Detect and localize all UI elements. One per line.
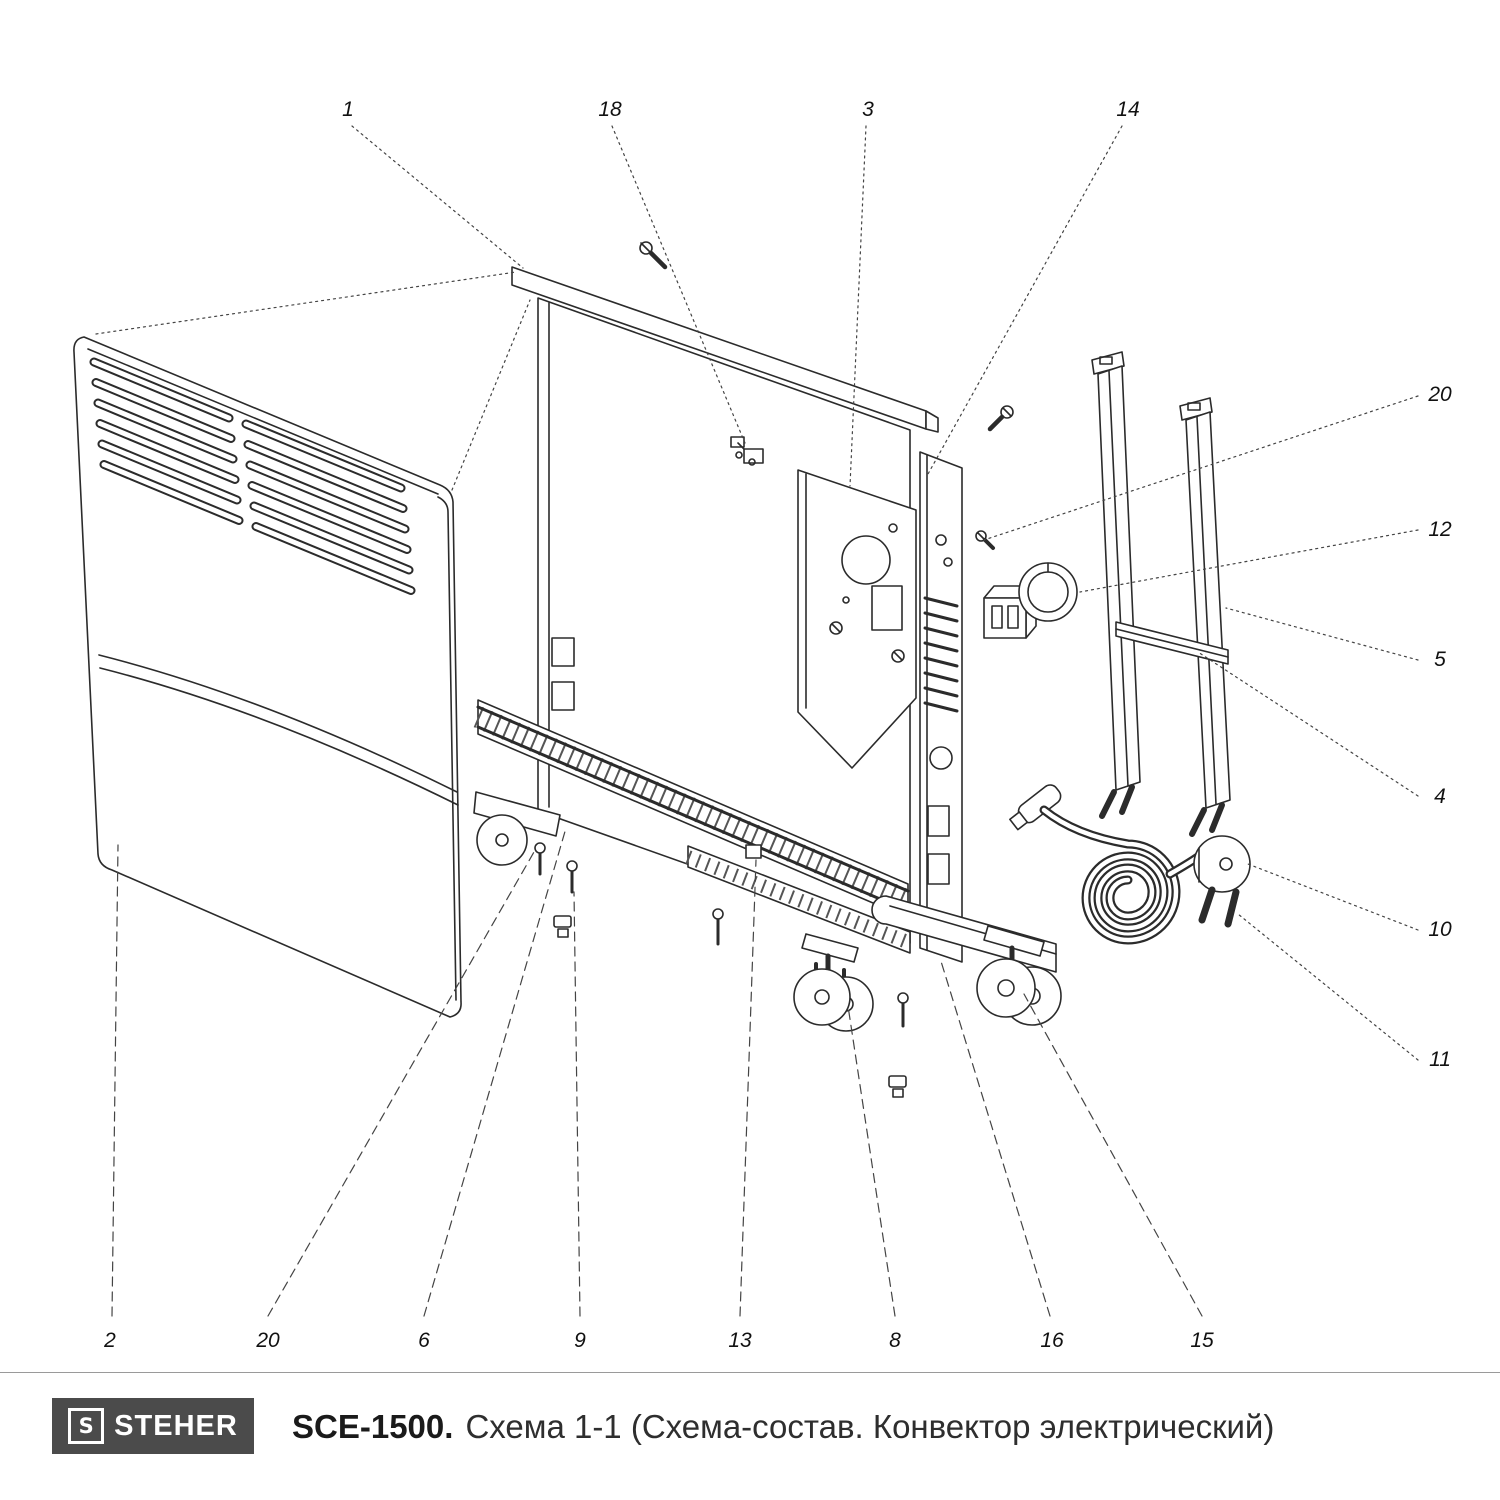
fastener-clips <box>553 908 909 1098</box>
bracket-rail-left <box>1091 351 1141 819</box>
caster-right <box>976 925 1062 1026</box>
callout-10: 10 <box>1428 918 1452 941</box>
callout-20-right: 20 <box>1428 383 1452 406</box>
callout-8: 8 <box>889 1329 901 1352</box>
callout-1: 1 <box>342 98 354 121</box>
brand-name: STEHER <box>114 1409 238 1442</box>
callout-16: 16 <box>1040 1329 1064 1352</box>
power-plug <box>1193 835 1251 928</box>
caster-left <box>793 933 874 1032</box>
diagram-caption: SCE-1500. Схема 1-1 (Схема-состав. Конвек… <box>292 1408 1274 1446</box>
callout-15: 15 <box>1190 1329 1214 1352</box>
bracket-rail-right <box>1179 397 1231 837</box>
leader-lines <box>95 125 1419 1317</box>
callout-13: 13 <box>728 1329 752 1352</box>
thermostat-knob <box>1018 562 1078 622</box>
screw-top-right <box>987 405 1014 432</box>
callout-2: 2 <box>104 1329 116 1352</box>
diagram-title: Схема 1-1 (Схема-состав. Конвектор элект… <box>465 1408 1275 1445</box>
power-cord <box>1009 784 1207 945</box>
footer-divider <box>0 1372 1500 1373</box>
brand-s-icon: S <box>68 1408 105 1444</box>
model-number: SCE-1500. <box>292 1408 454 1445</box>
callout-6: 6 <box>418 1329 430 1352</box>
reflector-bar <box>685 845 913 954</box>
callout-12: 12 <box>1428 518 1452 541</box>
wheel-bracket-left <box>473 791 578 894</box>
callout-3: 3 <box>862 98 874 121</box>
callout-5: 5 <box>1434 648 1446 671</box>
front-panel <box>73 336 462 1018</box>
top-rail <box>511 241 939 433</box>
callout-14: 14 <box>1116 98 1140 121</box>
callout-11: 11 <box>1429 1048 1451 1071</box>
callout-18: 18 <box>598 98 622 121</box>
brand-logo: S STEHER <box>52 1398 254 1454</box>
side-column <box>919 451 963 963</box>
callout-20-bottom: 20 <box>256 1329 280 1352</box>
callout-9: 9 <box>574 1329 586 1352</box>
control-bracket <box>797 469 917 769</box>
heating-element <box>473 699 913 919</box>
callout-4: 4 <box>1434 785 1446 808</box>
screw-small <box>975 530 995 550</box>
